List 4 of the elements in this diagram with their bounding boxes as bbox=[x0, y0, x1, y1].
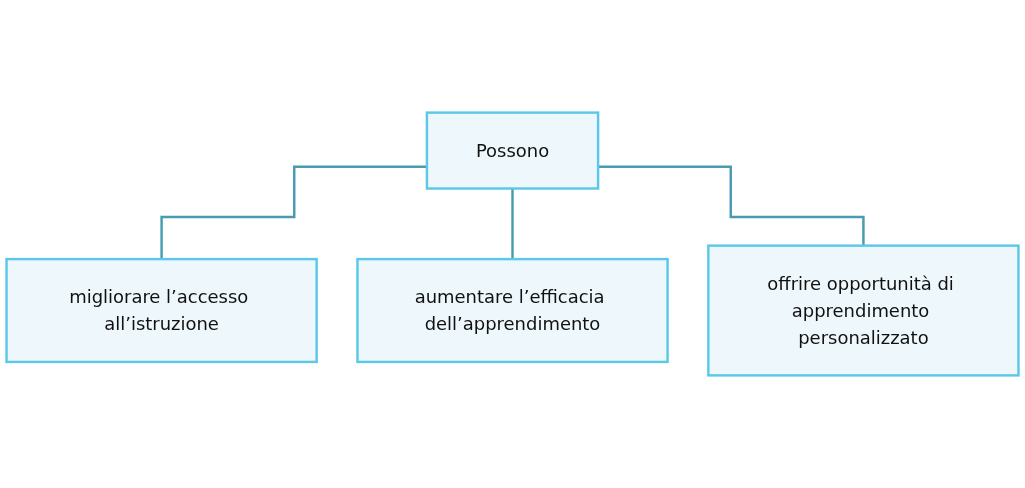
node-box: offrire opportunità di apprendimento personalizzato bbox=[707, 244, 1020, 377]
node-box: migliorare l’accesso all’istruzione bbox=[5, 257, 318, 364]
node-box: Possono bbox=[425, 111, 600, 190]
node-box: aumentare l’efficacia dell’apprendimento bbox=[356, 257, 669, 364]
